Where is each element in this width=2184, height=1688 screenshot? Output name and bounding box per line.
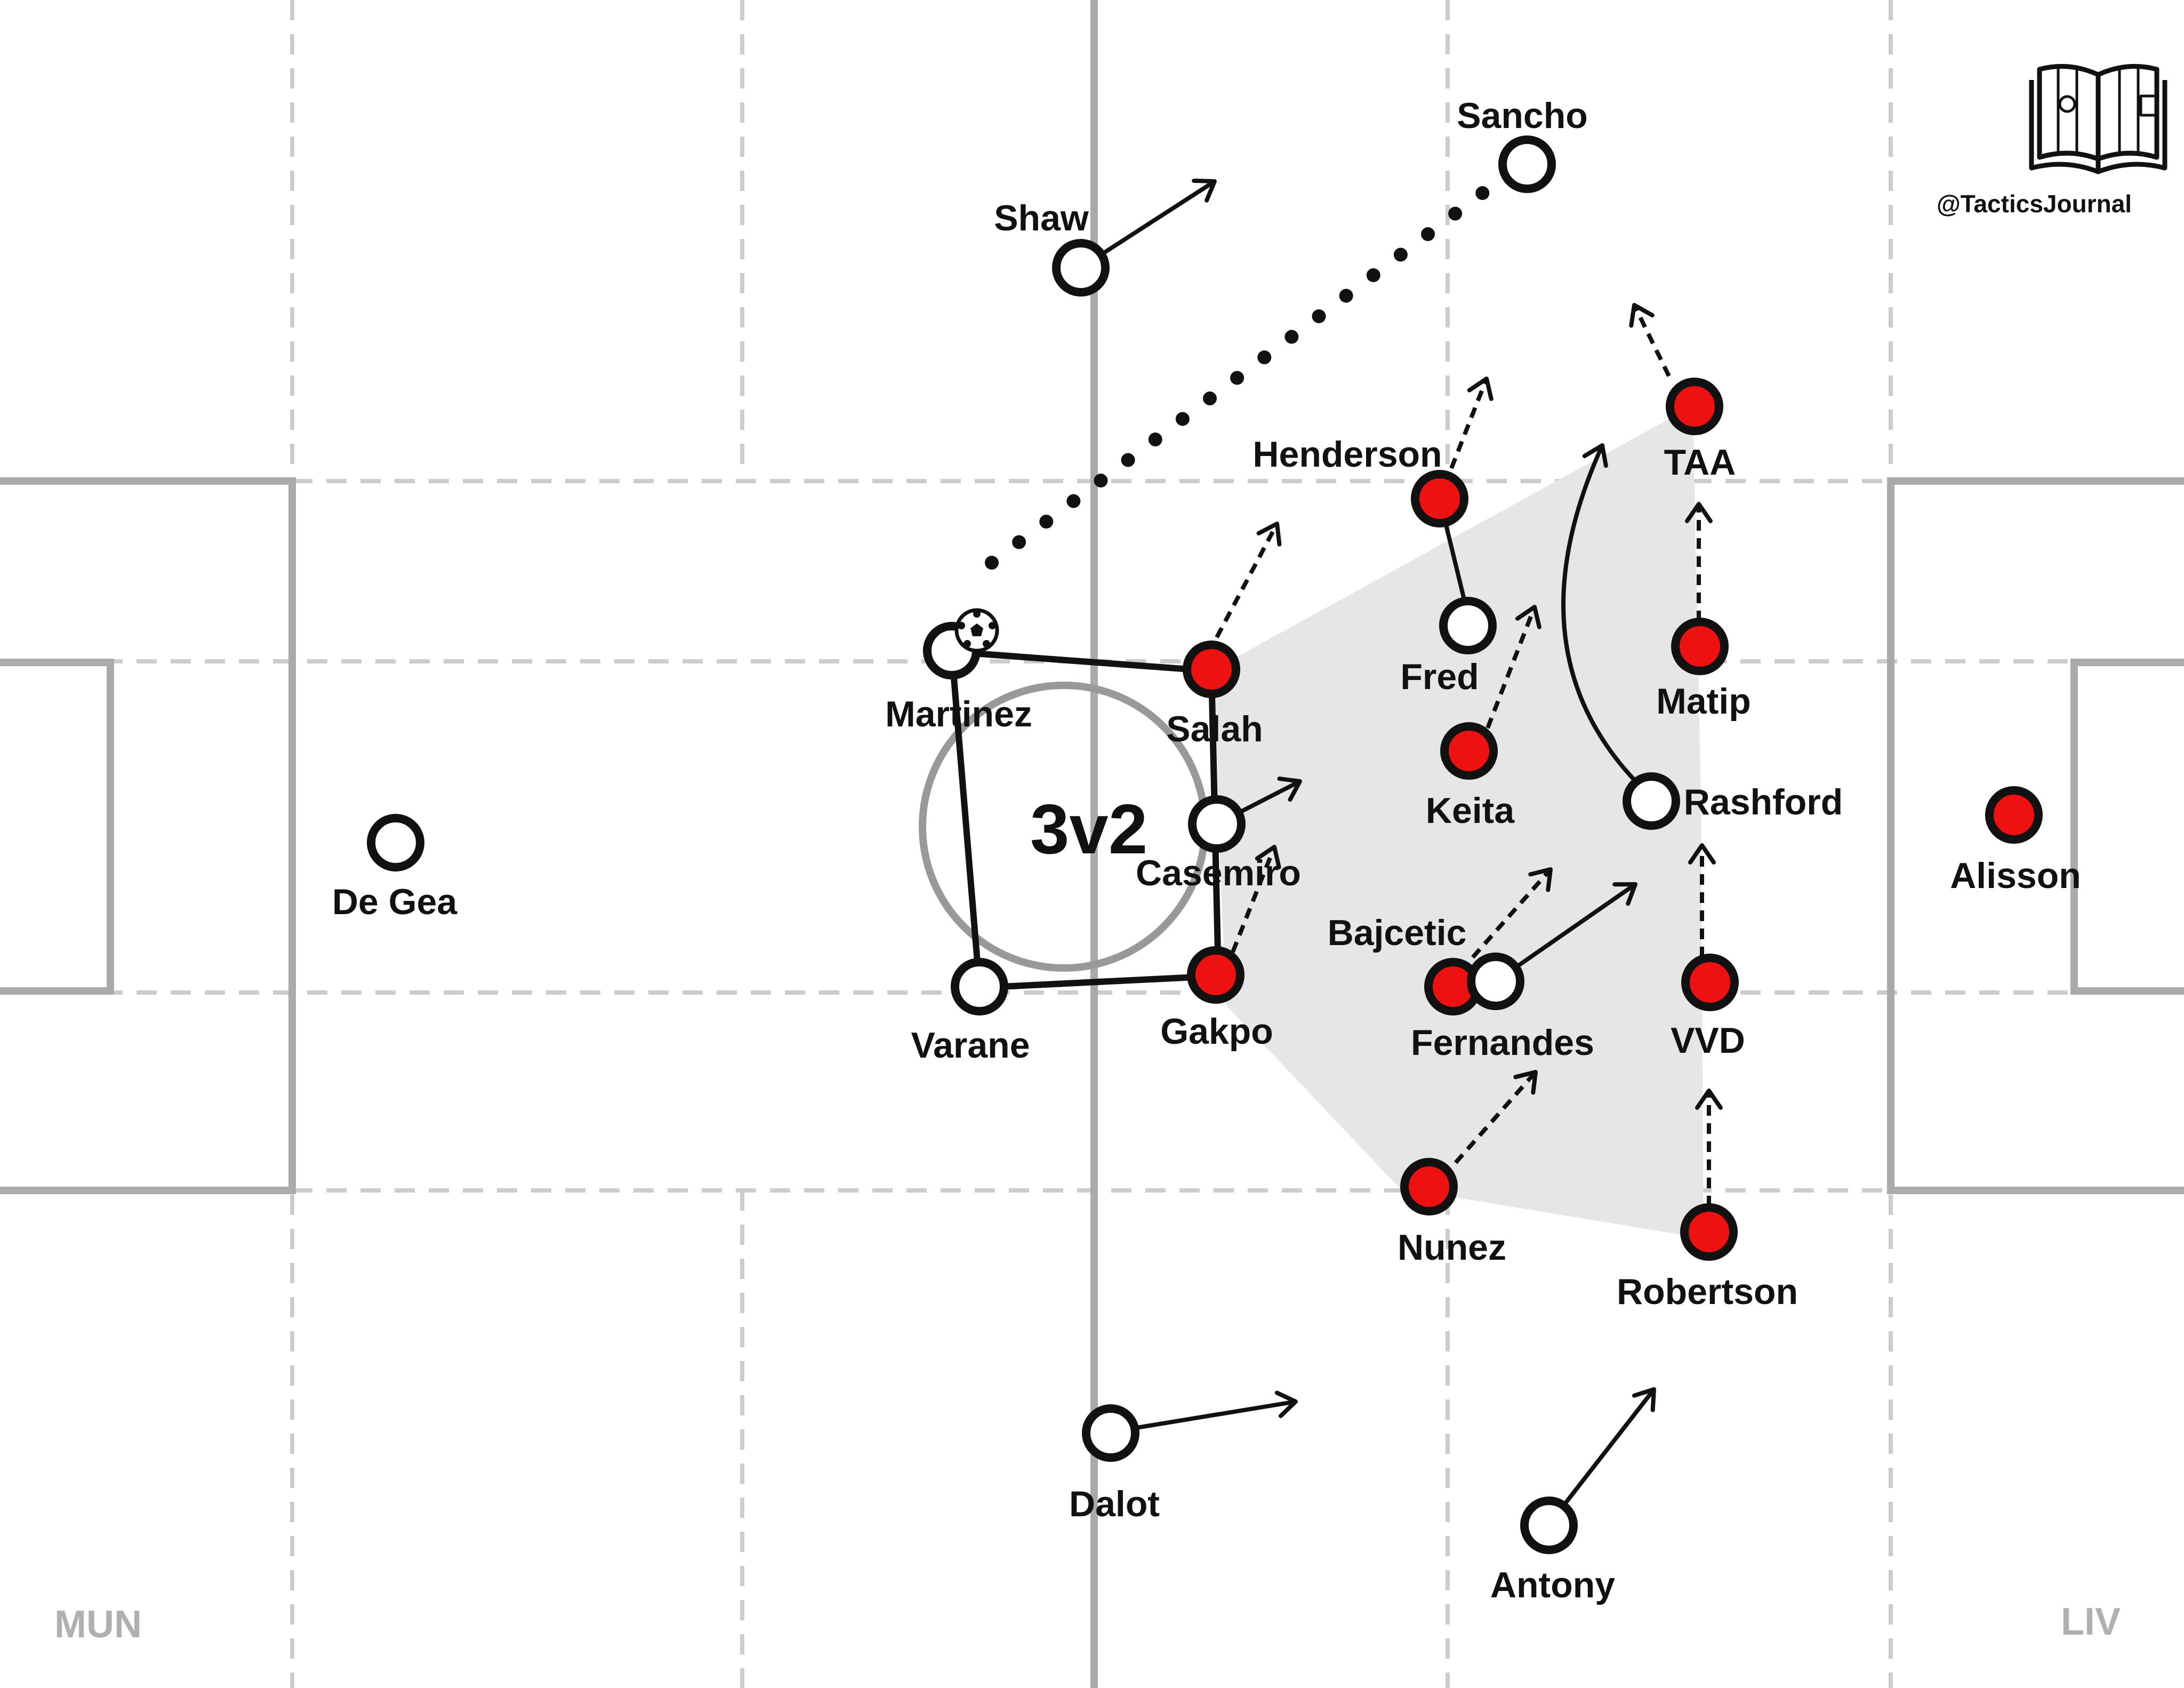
label-shaw: Shaw <box>994 198 1089 238</box>
player-marker-matip <box>1671 618 1729 675</box>
label-matip: Matip <box>1656 681 1751 722</box>
arrow-taa <box>1629 303 1671 377</box>
arrow-keita <box>1486 605 1541 729</box>
player-marker-gakpo <box>1187 946 1244 1004</box>
arrow-dalot <box>1110 1390 1298 1434</box>
player-marker-dalot <box>1082 1404 1139 1462</box>
overload-label: 3v2 <box>1030 790 1147 868</box>
player-marker-henderson <box>1411 470 1468 527</box>
team-label-right: LIV <box>2061 1601 2121 1643</box>
player-marker-antony <box>1520 1497 1578 1554</box>
arrow-henderson <box>1449 377 1494 469</box>
player-marker-robertson <box>1680 1203 1738 1261</box>
team-label-left: MUN <box>54 1603 142 1646</box>
arrow-salah <box>1215 522 1282 638</box>
open-book-pitch-icon <box>2029 63 2167 174</box>
arrow-bajcetic <box>1471 867 1553 959</box>
player-marker-casemiro <box>1188 795 1246 853</box>
player-marker-varane <box>951 958 1008 1015</box>
player-marker-degea <box>367 814 424 871</box>
label-antony: Antony <box>1490 1565 1615 1605</box>
arrow-nunez <box>1454 1070 1538 1164</box>
label-varane: Varane <box>911 1025 1030 1066</box>
left-six-yard-box <box>0 659 114 995</box>
right-penalty-box <box>1887 477 2184 1194</box>
label-henderson: Henderson <box>1252 434 1442 475</box>
label-salah: Salah <box>1166 709 1263 749</box>
player-marker-fred <box>1439 597 1497 654</box>
player-marker-salah <box>1183 641 1240 698</box>
label-degea: De Gea <box>332 882 458 922</box>
player-marker-alisson <box>1985 786 2043 844</box>
arrow-antony <box>1547 1387 1656 1526</box>
label-fred: Fred <box>1400 657 1479 697</box>
player-marker-rashford <box>1623 772 1680 830</box>
player-marker-fernandes <box>1467 953 1524 1010</box>
label-sancho: Sancho <box>1457 95 1588 136</box>
player-marker-keita <box>1440 722 1498 780</box>
player-labels: De Gea Martinez Varane Shaw Sancho Casem… <box>332 95 2081 1605</box>
press-arrows <box>1215 303 1723 1206</box>
label-martinez: Martinez <box>885 694 1032 734</box>
label-fernandes: Fernandes <box>1411 1022 1594 1063</box>
brand-handle: @TacticsJournal <box>1937 190 2132 218</box>
label-robertson: Robertson <box>1617 1271 1798 1312</box>
right-six-yard-box <box>2070 659 2184 995</box>
shaded-press-zone <box>1211 406 1704 1238</box>
player-marker-vvd <box>1681 954 1739 1011</box>
player-marker-shaw <box>1052 239 1110 297</box>
football-icon <box>954 608 999 653</box>
label-alisson: Alisson <box>1950 855 2081 896</box>
label-bajcetic: Bajcetic <box>1328 913 1467 953</box>
label-keita: Keita <box>1426 790 1515 831</box>
home-players <box>367 135 1680 1554</box>
away-players <box>1183 378 2043 1261</box>
player-marker-sancho <box>1498 135 1556 193</box>
left-penalty-box <box>0 477 296 1194</box>
label-dalot: Dalot <box>1069 1484 1160 1524</box>
label-rashford: Rashford <box>1684 782 1843 822</box>
arrow-rashford <box>1561 443 1653 799</box>
label-gakpo: Gakpo <box>1160 1011 1273 1052</box>
label-taa: TAA <box>1664 442 1736 483</box>
label-casemiro: Casemiro <box>1136 853 1301 893</box>
player-marker-taa <box>1666 378 1723 435</box>
arrow-gakpo <box>1231 845 1281 953</box>
player-marker-nunez <box>1400 1158 1458 1215</box>
label-vvd: VVD <box>1671 1020 1745 1061</box>
label-nunez: Nunez <box>1398 1227 1506 1268</box>
